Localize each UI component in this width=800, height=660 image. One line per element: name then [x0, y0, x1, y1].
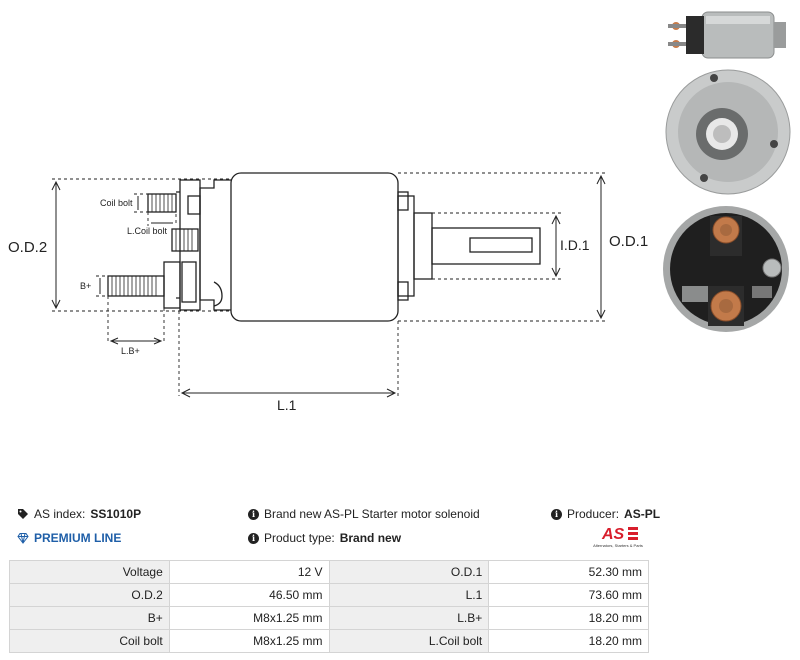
spec-label: Voltage [9, 560, 170, 584]
logo-subtitle: Alternators, Starters & Parts [593, 543, 643, 548]
specs-table: Voltage 12 V O.D.1 52.30 mm O.D.2 46.50 … [9, 560, 649, 653]
end-cap [199, 179, 231, 311]
product-type-line: i Product type: Brand new [248, 531, 401, 545]
table-row: Voltage 12 V O.D.1 52.30 mm [9, 560, 649, 584]
l-coil-bolt-label: L.Coil bolt [127, 226, 168, 236]
as-index-label: AS index: [34, 507, 86, 521]
spec-label: L.1 [328, 583, 490, 607]
spec-value: 73.60 mm [488, 583, 649, 607]
product-type-label: Product type: [264, 531, 335, 545]
spec-value: 18.20 mm [488, 629, 649, 653]
b-plus-stud-drawing [107, 261, 223, 309]
terminal-block [179, 179, 201, 311]
table-row: Coil bolt M8x1.25 mm L.Coil bolt 18.20 m… [9, 629, 649, 653]
coil-nut-drawing [171, 228, 199, 252]
coil-bolt-label: Coil bolt [100, 198, 133, 208]
producer-value: AS-PL [624, 507, 661, 521]
as-logo-mark: AS [601, 526, 638, 542]
producer-line: i Producer: AS-PL [551, 507, 660, 521]
spec-value: 18.20 mm [488, 606, 649, 630]
product-photo-back [662, 202, 796, 336]
description-line: i Brand new AS-PL Starter motor solenoid [248, 507, 480, 521]
as-index-line: AS index: SS1010P [17, 507, 141, 521]
info-icon: i [248, 508, 259, 520]
spec-label: O.D.1 [328, 560, 490, 584]
info-icon: i [551, 508, 562, 520]
id1-label: I.D.1 [560, 237, 590, 253]
info-icon: i [248, 532, 259, 544]
od1-label: O.D.1 [609, 233, 648, 250]
b-plus-label: B+ [80, 281, 91, 291]
producer-label: Producer: [567, 507, 620, 521]
product-photo-side [662, 4, 796, 66]
spec-label: B+ [9, 606, 170, 630]
svg-text:AS: AS [601, 526, 625, 542]
premium-line-label: PREMIUM LINE [34, 531, 122, 545]
spec-value: 12 V [168, 560, 330, 584]
table-row: B+ M8x1.25 mm L.B+ 18.20 mm [9, 606, 649, 630]
product-description: Brand new AS-PL Starter motor solenoid [264, 507, 480, 521]
spec-value: M8x1.25 mm [168, 606, 330, 630]
diamond-icon [17, 533, 29, 544]
spec-label: O.D.2 [9, 583, 170, 607]
table-row: O.D.2 46.50 mm L.1 73.60 mm [9, 583, 649, 607]
plunger-drawing [397, 191, 541, 301]
product-photo-front [662, 68, 796, 196]
spec-value: M8x1.25 mm [168, 629, 330, 653]
as-index-value: SS1010P [90, 507, 142, 521]
coil-bolt-drawing [147, 193, 201, 215]
product-type-value: Brand new [339, 531, 402, 545]
solenoid-dimension-drawing: O.D.2 O.D.1 I.D.1 L.1 Coil bolt L.Coil b… [8, 172, 648, 413]
spec-value: 46.50 mm [168, 583, 330, 607]
spec-label: L.Coil bolt [328, 629, 490, 653]
premium-line: PREMIUM LINE [17, 531, 121, 545]
l-b-plus-label: L.B+ [121, 346, 140, 356]
tag-icon [18, 509, 28, 519]
as-pl-logo: AS Alternators, Starters & Parts [586, 524, 650, 552]
od2-label: O.D.2 [8, 239, 47, 256]
spec-value: 52.30 mm [488, 560, 649, 584]
solenoid-body [230, 172, 399, 322]
l1-label: L.1 [277, 397, 297, 413]
spec-label: Coil bolt [9, 629, 170, 653]
spec-label: L.B+ [328, 606, 490, 630]
